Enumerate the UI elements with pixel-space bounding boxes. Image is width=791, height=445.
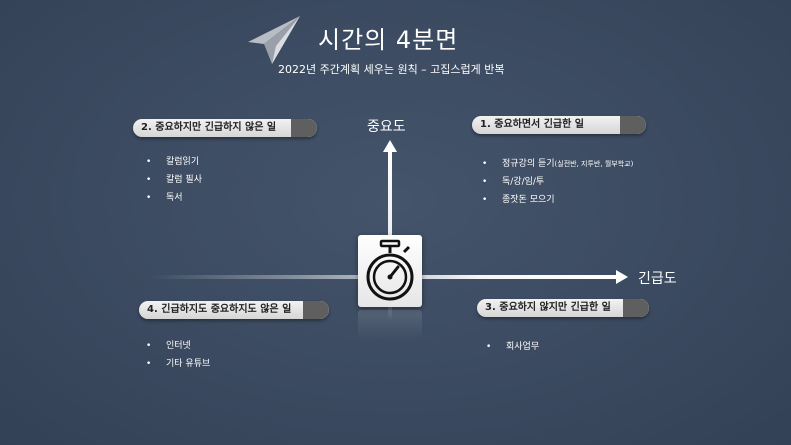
quadrant-2-label: 2. 중요하지만 긴급하지 않은 일: [133, 119, 317, 137]
paper-plane-icon: [246, 14, 302, 70]
list-item: •정규강의 듣기(실전반, 지투반, 월부학교): [482, 159, 634, 169]
quadrant-1-label: 1. 중요하면서 긴급한 일: [472, 116, 646, 134]
quadrant-1-list: •정규강의 듣기(실전반, 지투반, 월부학교) •독/강/임/투 •종잣돈 모…: [482, 155, 633, 209]
list-item: •독서: [146, 193, 183, 203]
importance-axis-arrow: [383, 140, 397, 152]
list-item: •칼럼읽기: [146, 157, 200, 167]
stopwatch-tile: [358, 235, 422, 307]
quadrant-3-label: 3. 중요하지 않지만 긴급한 일: [477, 299, 649, 317]
list-item: •종잣돈 모으기: [482, 195, 555, 205]
urgency-axis-arrow: [616, 270, 628, 284]
quadrant-4-label: 4. 긴급하지도 중요하지도 않은 일: [139, 301, 329, 319]
page-subtitle: 2022년 주간계획 세우는 원칙 – 고집스럽게 반복: [278, 63, 505, 76]
list-item: •회사업무: [486, 342, 540, 352]
stopwatch-reflection: [358, 310, 422, 340]
quadrant-2-list: •칼럼읽기 •칼럼 필사 •독서: [146, 153, 202, 207]
page-title: 시간의 4분면: [318, 26, 459, 54]
urgency-axis-label: 긴급도: [638, 271, 677, 287]
list-item: •기타 유튜브: [146, 359, 211, 369]
list-item: •칼럼 필사: [146, 175, 202, 185]
quadrant-3-list: •회사업무: [486, 338, 539, 356]
quadrant-4-list: •인터넷 •기타 유튜브: [146, 337, 210, 373]
list-item: •인터넷: [146, 341, 191, 351]
list-item: •독/강/임/투: [482, 177, 545, 187]
importance-axis-label: 중요도: [367, 119, 406, 135]
stopwatch-icon: [366, 239, 414, 301]
